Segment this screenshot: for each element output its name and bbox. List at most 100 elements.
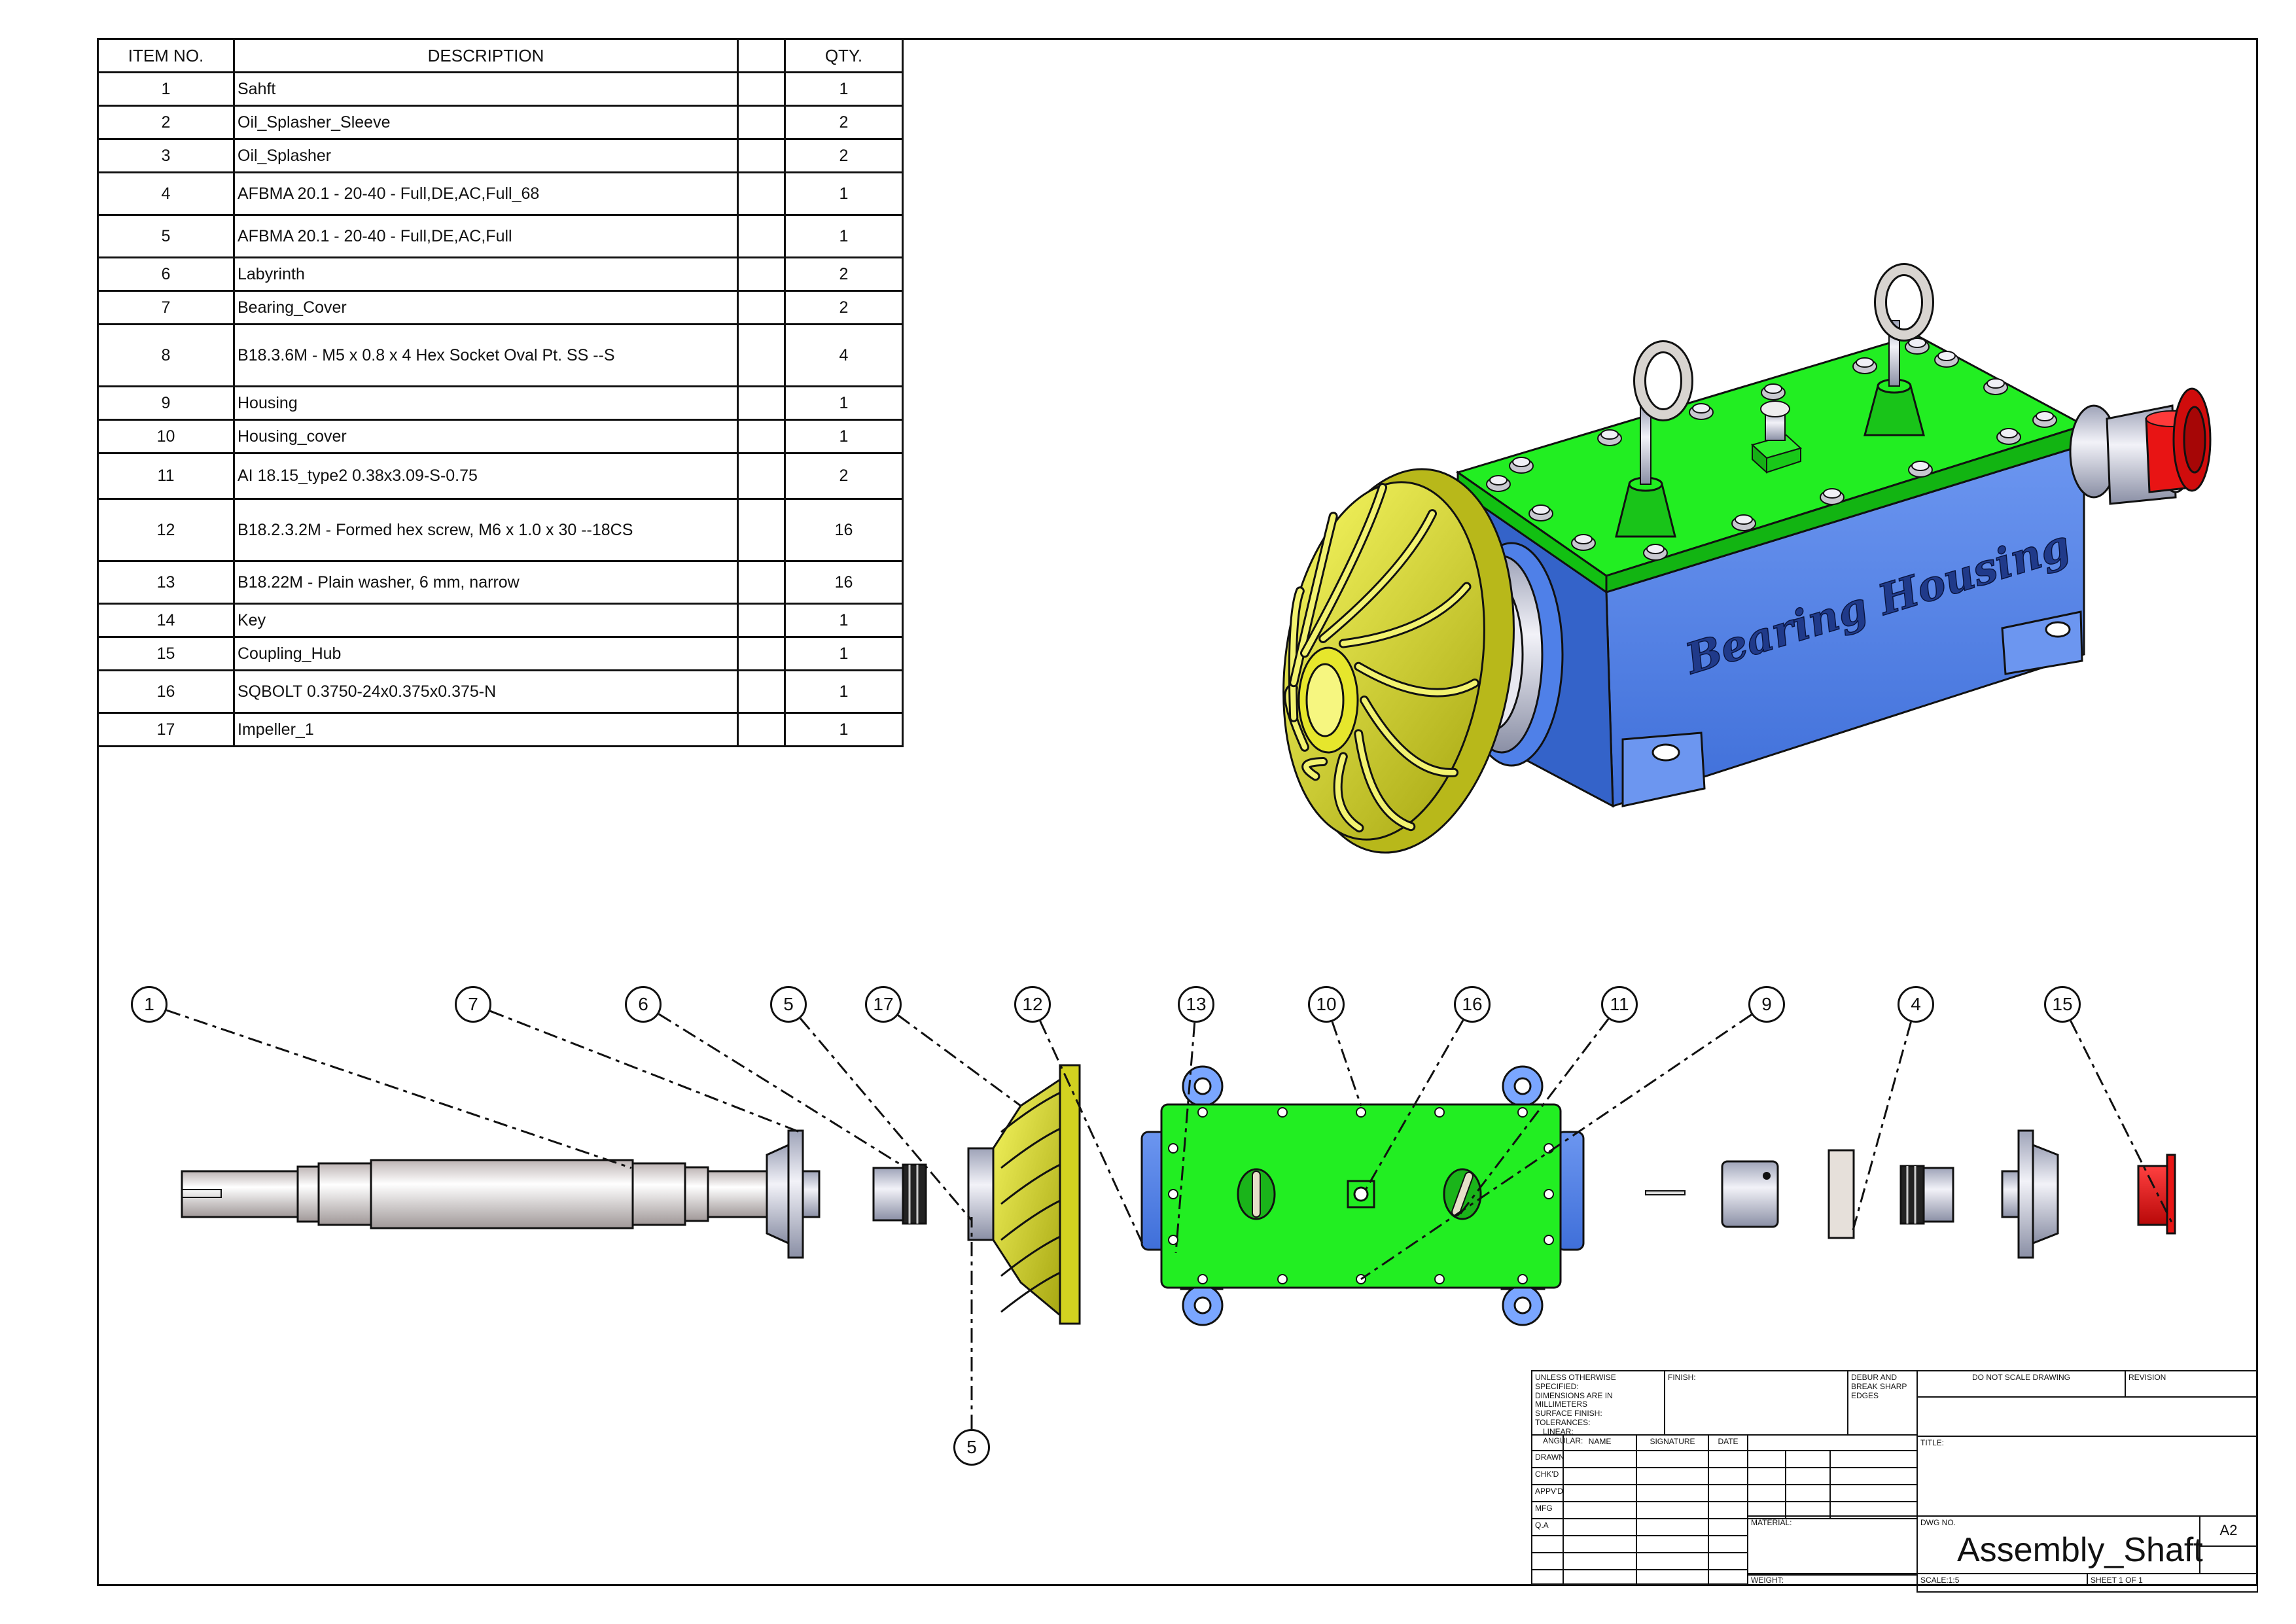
bom-blank xyxy=(737,323,786,387)
bom-description: Housing xyxy=(233,385,739,421)
leader-line xyxy=(2070,1020,2174,1224)
bom-description: Coupling_Hub xyxy=(233,636,739,671)
cover-bolt-icon xyxy=(1574,534,1593,544)
bom-blank xyxy=(737,452,786,500)
balloon-5: 5 xyxy=(953,1429,990,1466)
balloon-11: 11 xyxy=(1601,986,1638,1023)
role-cell xyxy=(1563,1535,1637,1553)
size-blank xyxy=(2199,1545,2258,1574)
impeller-blade xyxy=(1340,584,1470,646)
bom-blank xyxy=(737,419,786,454)
bom-qty: 1 xyxy=(784,419,904,454)
bom-qty: 1 xyxy=(784,669,904,714)
bom-item-no: 17 xyxy=(97,712,235,747)
material-field: MATERIAL: xyxy=(1747,1515,1918,1576)
cover-bolt-icon xyxy=(1168,1143,1178,1154)
leader-line xyxy=(166,1009,632,1169)
cover-bolt-icon xyxy=(1197,1107,1208,1118)
cover-bolt-icon xyxy=(1532,504,1550,515)
role-cell xyxy=(1708,1467,1748,1485)
role-cell xyxy=(1708,1450,1748,1468)
signature-header: SIGNATURE xyxy=(1636,1434,1709,1451)
cover-bolt-icon xyxy=(1544,1189,1554,1199)
impeller-blade-edge xyxy=(1000,1127,1061,1169)
bom-description: Sahft xyxy=(233,71,739,107)
bom-blank xyxy=(737,560,786,605)
bom-description: Oil_Splasher_Sleeve xyxy=(233,105,739,140)
role-cell xyxy=(1563,1467,1637,1485)
cover-bolt-icon xyxy=(1544,1235,1554,1245)
impeller-blade xyxy=(1303,759,1326,779)
foot-hole-icon xyxy=(1651,743,1680,762)
do-not-scale: DO NOT SCALE DRAWING xyxy=(1916,1370,2126,1398)
exploded-labyrinth-right xyxy=(1899,1165,1954,1225)
bom-qty: 1 xyxy=(784,214,904,258)
cover-bolt-icon xyxy=(1517,1107,1528,1118)
housing-foot-front xyxy=(1621,732,1706,807)
cover-bolt-icon xyxy=(1356,1107,1366,1118)
cover-bolt-icon xyxy=(1735,514,1753,525)
date-header: DATE xyxy=(1708,1434,1748,1451)
cover-bolt-icon xyxy=(1168,1189,1178,1199)
leader-line xyxy=(1852,1021,1912,1231)
bom-header-item-no: ITEM NO. xyxy=(97,38,235,73)
finish-field: FINISH: xyxy=(1664,1370,1848,1436)
bom-blank xyxy=(737,256,786,292)
balloon-5: 5 xyxy=(770,986,807,1023)
blank-header xyxy=(1747,1434,1918,1451)
bom-blank xyxy=(737,171,786,216)
revision-field: REVISION xyxy=(2125,1370,2258,1398)
bom-blank xyxy=(737,669,786,714)
cover-bolt-icon xyxy=(1911,461,1930,471)
role-cell xyxy=(1708,1518,1748,1536)
bom-qty: 2 xyxy=(784,138,904,173)
role-cell xyxy=(1785,1450,1831,1468)
role-cell xyxy=(1636,1467,1709,1485)
bom-qty: 1 xyxy=(784,603,904,638)
bom-item-no: 3 xyxy=(97,138,235,173)
bom-qty: 2 xyxy=(784,256,904,292)
exploded-bearing-cover-left xyxy=(766,1129,821,1259)
bom-qty: 1 xyxy=(784,71,904,107)
leader-line xyxy=(1363,1019,1464,1193)
drawing-title: Assembly_Shaft xyxy=(1957,1531,2203,1569)
title-field: TITLE: xyxy=(1916,1436,2258,1593)
role-cell xyxy=(1708,1535,1748,1553)
impeller-blade-edge xyxy=(1000,1235,1061,1277)
isometric-view: Bearing Housing xyxy=(1282,263,2212,854)
cover-bolt-icon xyxy=(1987,378,2005,389)
impeller-blade xyxy=(1356,731,1414,830)
bom-qty: 16 xyxy=(784,560,904,605)
bom-qty: 2 xyxy=(784,105,904,140)
bom-blank xyxy=(737,498,786,562)
cover-bolt-icon xyxy=(1646,544,1665,554)
bom-description: Key xyxy=(233,603,739,638)
bom-header-blank xyxy=(737,38,786,73)
bom-item-no: 4 xyxy=(97,171,235,216)
bom-item-no: 7 xyxy=(97,290,235,325)
exploded-housing xyxy=(1140,1065,1585,1326)
bom-description: B18.3.6M - M5 x 0.8 x 4 Hex Socket Oval … xyxy=(233,323,739,387)
role-cell xyxy=(1829,1484,1918,1502)
bom-blank xyxy=(737,214,786,258)
weight-field: WEIGHT: xyxy=(1747,1573,1918,1586)
balloon-16: 16 xyxy=(1454,986,1491,1023)
role-label xyxy=(1531,1552,1564,1570)
balloon-4: 4 xyxy=(1898,986,1934,1023)
bom-item-no: 5 xyxy=(97,214,235,258)
exploded-view xyxy=(181,1064,2176,1326)
impeller-blade-edges xyxy=(1000,1091,1061,1313)
bom-item-no: 13 xyxy=(97,560,235,605)
role-cell xyxy=(1563,1484,1637,1502)
role-label: Q.A xyxy=(1531,1518,1564,1536)
impeller-blade-edge xyxy=(1000,1271,1061,1313)
impeller-blade xyxy=(1335,754,1362,831)
bom-qty: 4 xyxy=(784,323,904,387)
